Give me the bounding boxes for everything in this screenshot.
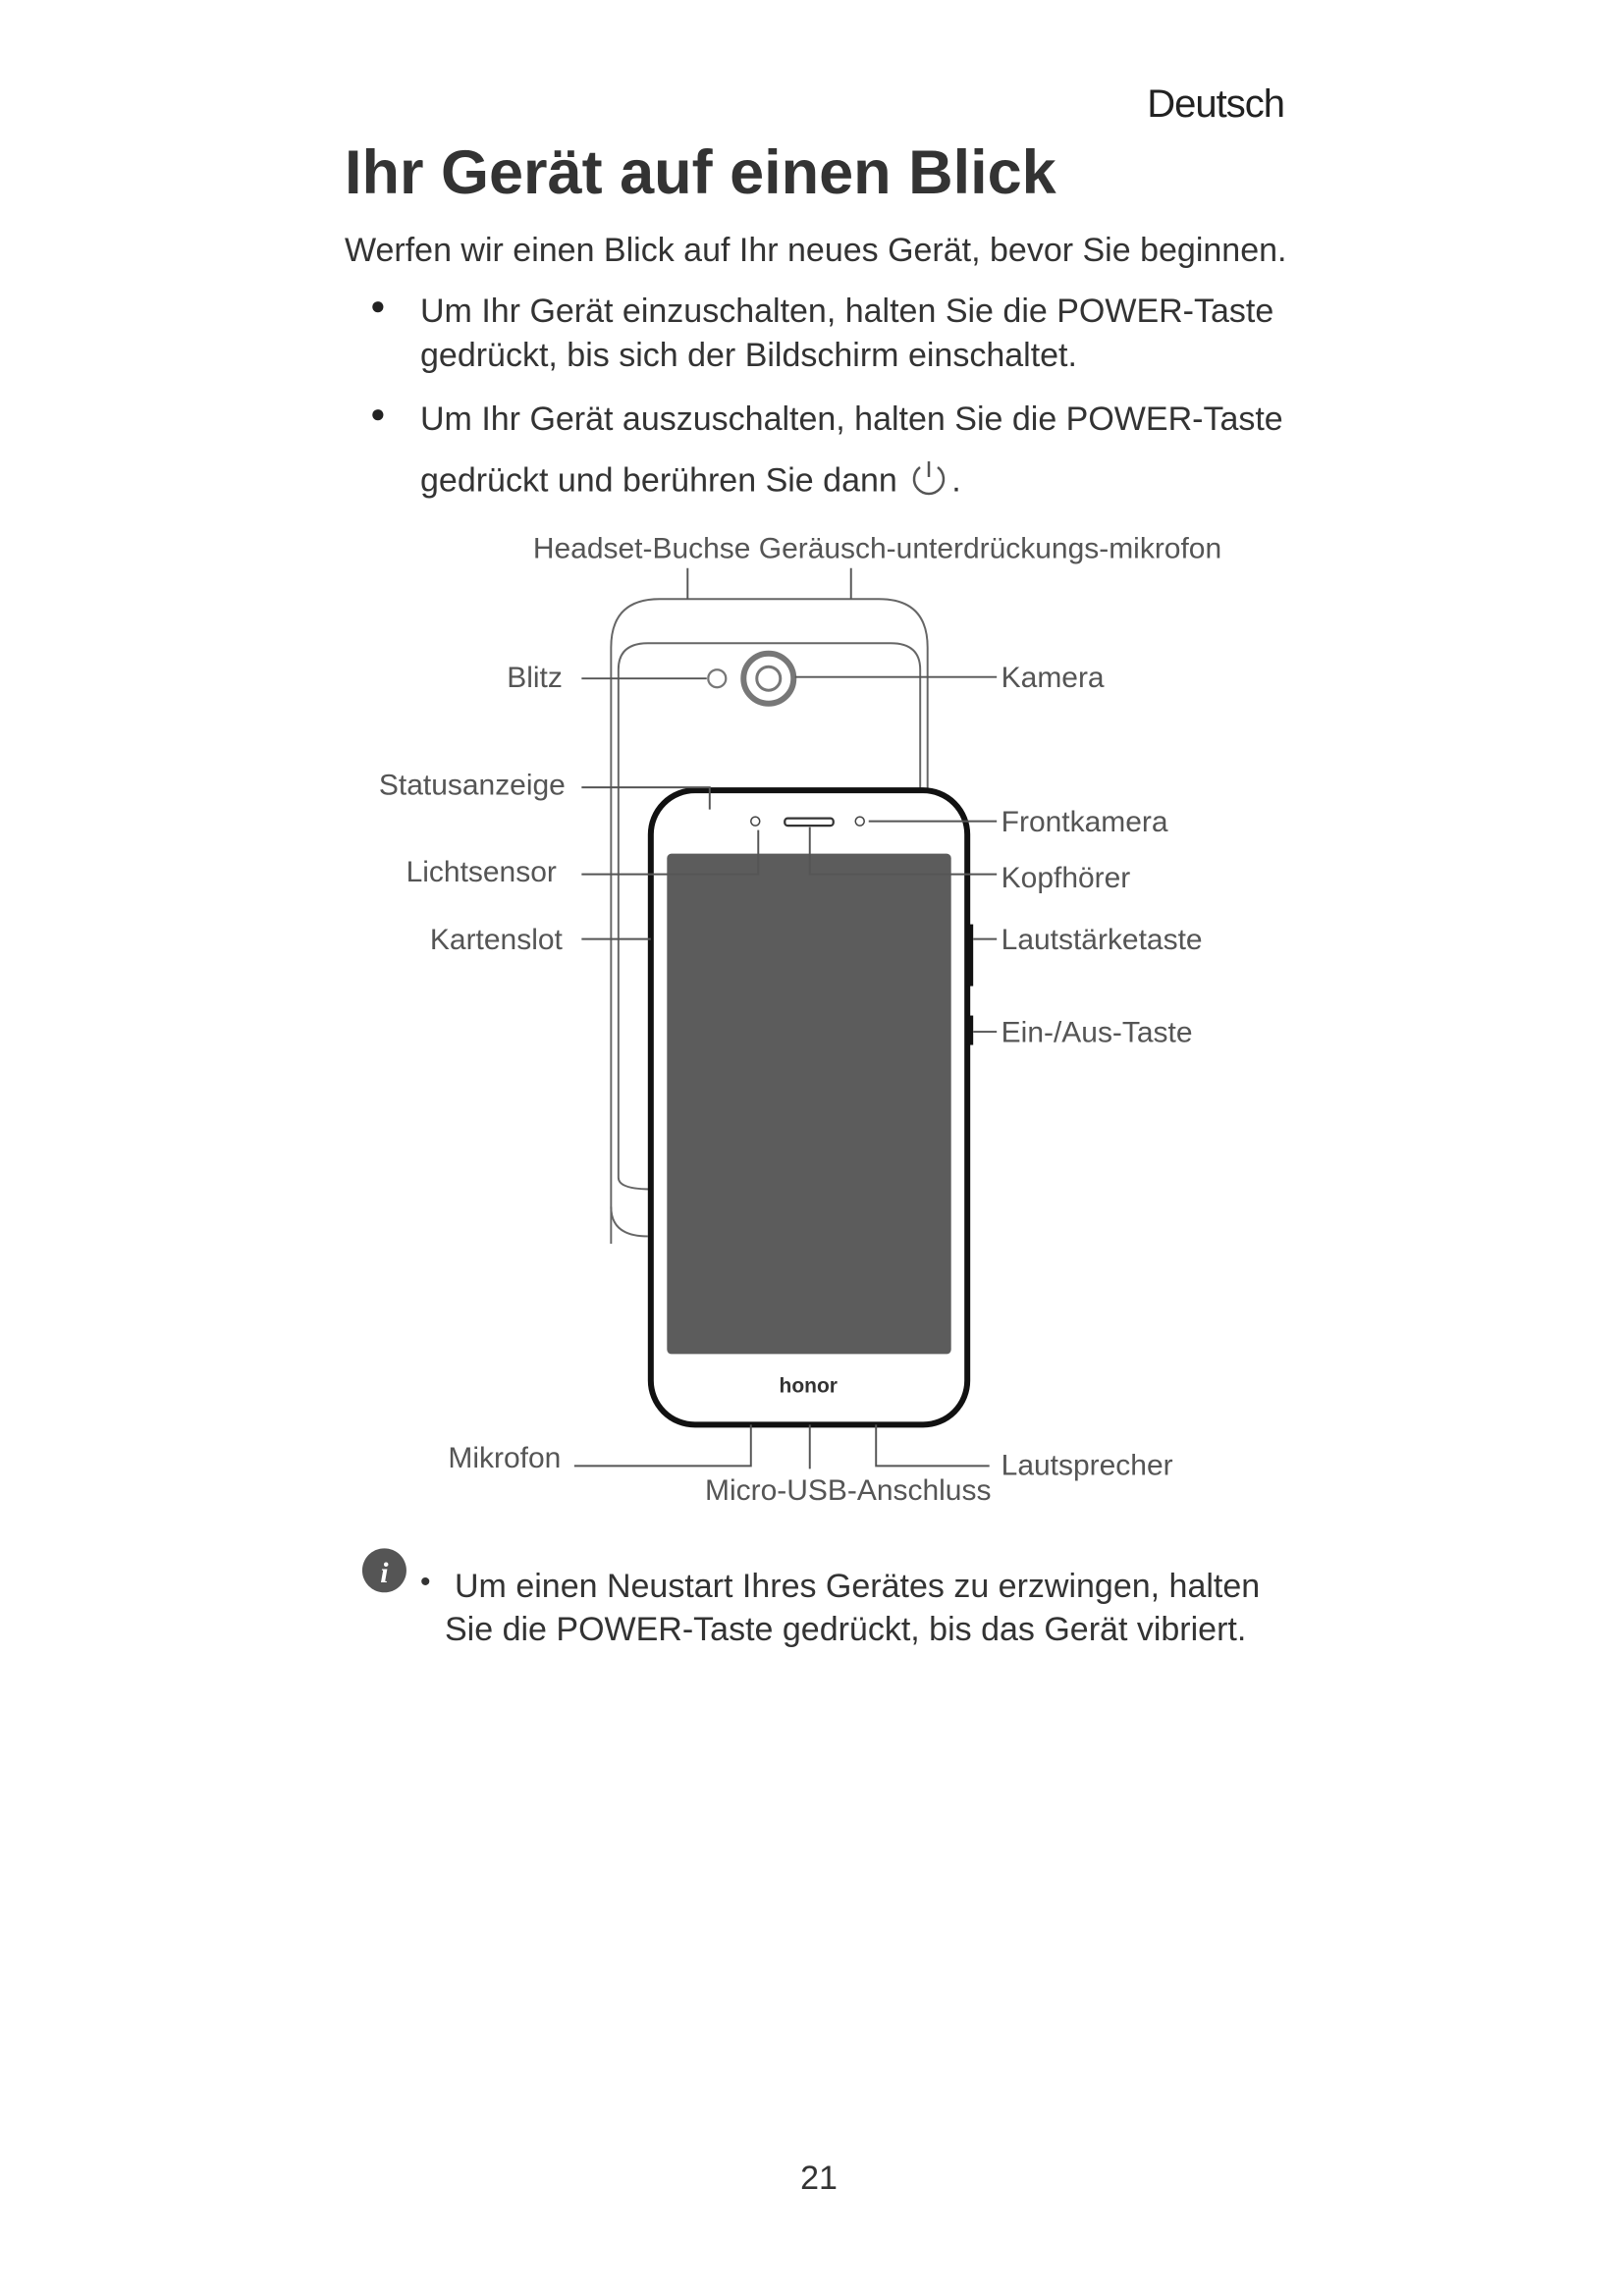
label-micro-usb: Micro-USB-Anschluss [705,1474,991,1507]
bullet-2-suffix: . [951,461,961,500]
note-bullet: • [420,1566,431,1598]
brand-logo: honor [780,1374,838,1397]
light-sensor-icon [750,816,761,827]
label-blitz: Blitz [507,662,563,694]
label-headset-microphone: Headset-Buchse Geräusch-unterdrückungs-m… [533,532,1221,564]
page-number: 21 [800,2160,838,2197]
rear-camera-icon [740,650,797,707]
label-ein-aus-taste: Ein-/Aus-Taste [1001,1017,1193,1049]
label-lichtsensor: Lichtsensor [406,856,557,888]
label-lautstaerketaste: Lautstärketaste [1001,924,1203,956]
svg-text:i: i [380,1557,389,1589]
label-mikrofon: Mikrofon [448,1442,561,1474]
power-icon [906,455,951,509]
bullet-2-line-2-text: gedrückt und berühren Sie dann [420,461,897,500]
bullet-dot: ● [370,399,386,428]
rear-camera-lens [755,665,783,692]
label-frontkamera: Frontkamera [1001,806,1168,838]
bullet-1-line-1: Um Ihr Gerät einzuschalten, halten Sie d… [420,293,1274,330]
phone-back [610,598,929,1244]
earpiece-icon [784,817,835,828]
label-kamera: Kamera [1001,662,1105,694]
note-line-1: Um einen Neustart Ihres Gerätes zu erzwi… [455,1568,1261,1605]
intro-text: Werfen wir einen Blick auf Ihr neues Ger… [345,232,1287,269]
label-statusanzeige: Statusanzeige [379,770,566,802]
label-kopfhoerer: Kopfhörer [1001,862,1131,894]
bullet-2-line-2: gedrückt und berühren Sie dann . [420,455,961,509]
phone-screen [667,853,951,1355]
label-kartenslot: Kartenslot [430,924,564,956]
front-camera-icon [854,816,865,827]
page-title: Ihr Gerät auf einen Blick [345,138,1056,207]
info-icon: i [361,1548,406,1593]
bullet-2-line-1: Um Ihr Gerät auszuschalten, halten Sie d… [420,400,1283,438]
bullet-1-line-2: gedrückt, bis sich der Bildschirm einsch… [420,337,1077,374]
label-lautsprecher: Lautsprecher [1001,1449,1173,1481]
note-line-2: Sie die POWER-Taste gedrückt, bis das Ge… [445,1611,1247,1648]
bullet-dot: ● [370,291,386,320]
leader-lines [573,567,998,1469]
power-button [965,1015,974,1045]
language-header: Deutsch [1147,82,1285,126]
volume-button [965,924,974,987]
flash-icon [707,668,728,689]
